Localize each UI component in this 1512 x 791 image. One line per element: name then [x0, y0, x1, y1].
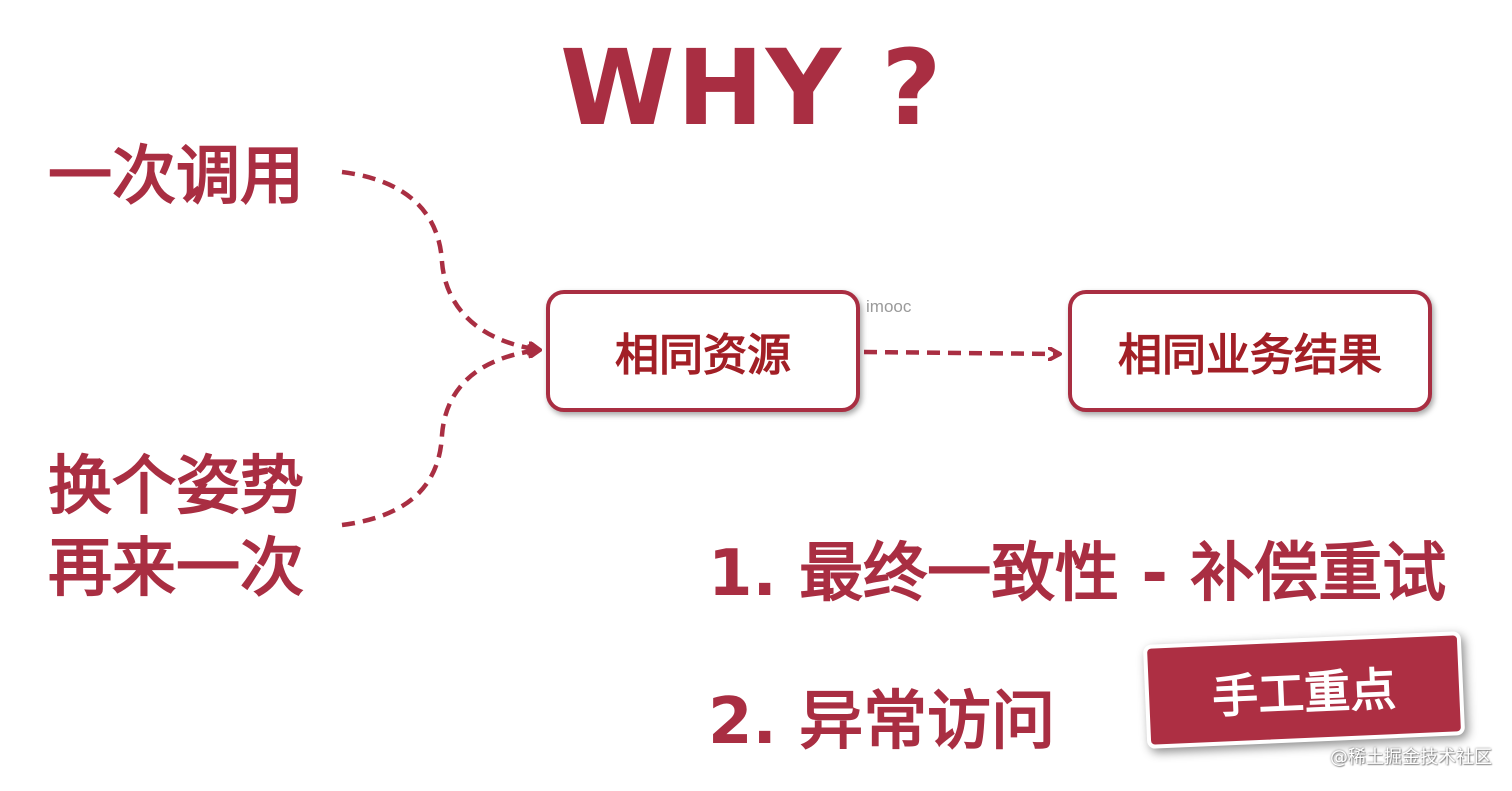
label-retry-line-2: 再来一次: [48, 532, 304, 606]
answer-item-1: 1. 最终一致性 - 补偿重试: [708, 537, 1447, 611]
dashed-arrow-icon: [863, 352, 1060, 354]
label-retry-call: 换个姿势 再来一次: [48, 446, 304, 610]
label-retry-line-1: 换个姿势: [48, 450, 304, 524]
dashed-arrow-icon: [341, 350, 540, 528]
source-node: 相同资源: [546, 290, 860, 412]
dashed-arrow-icon: [341, 169, 540, 350]
emphasis-badge: 手工重点: [1142, 631, 1466, 749]
site-watermark: @稀土掘金技术社区: [1330, 747, 1492, 768]
answer-item-2: 2. 异常访问: [708, 685, 1056, 759]
label-single-call: 一次调用: [48, 140, 304, 214]
target-node: 相同业务结果: [1068, 290, 1432, 412]
page-title: WHY ?: [560, 27, 944, 149]
watermark-text: imooc: [866, 297, 912, 316]
